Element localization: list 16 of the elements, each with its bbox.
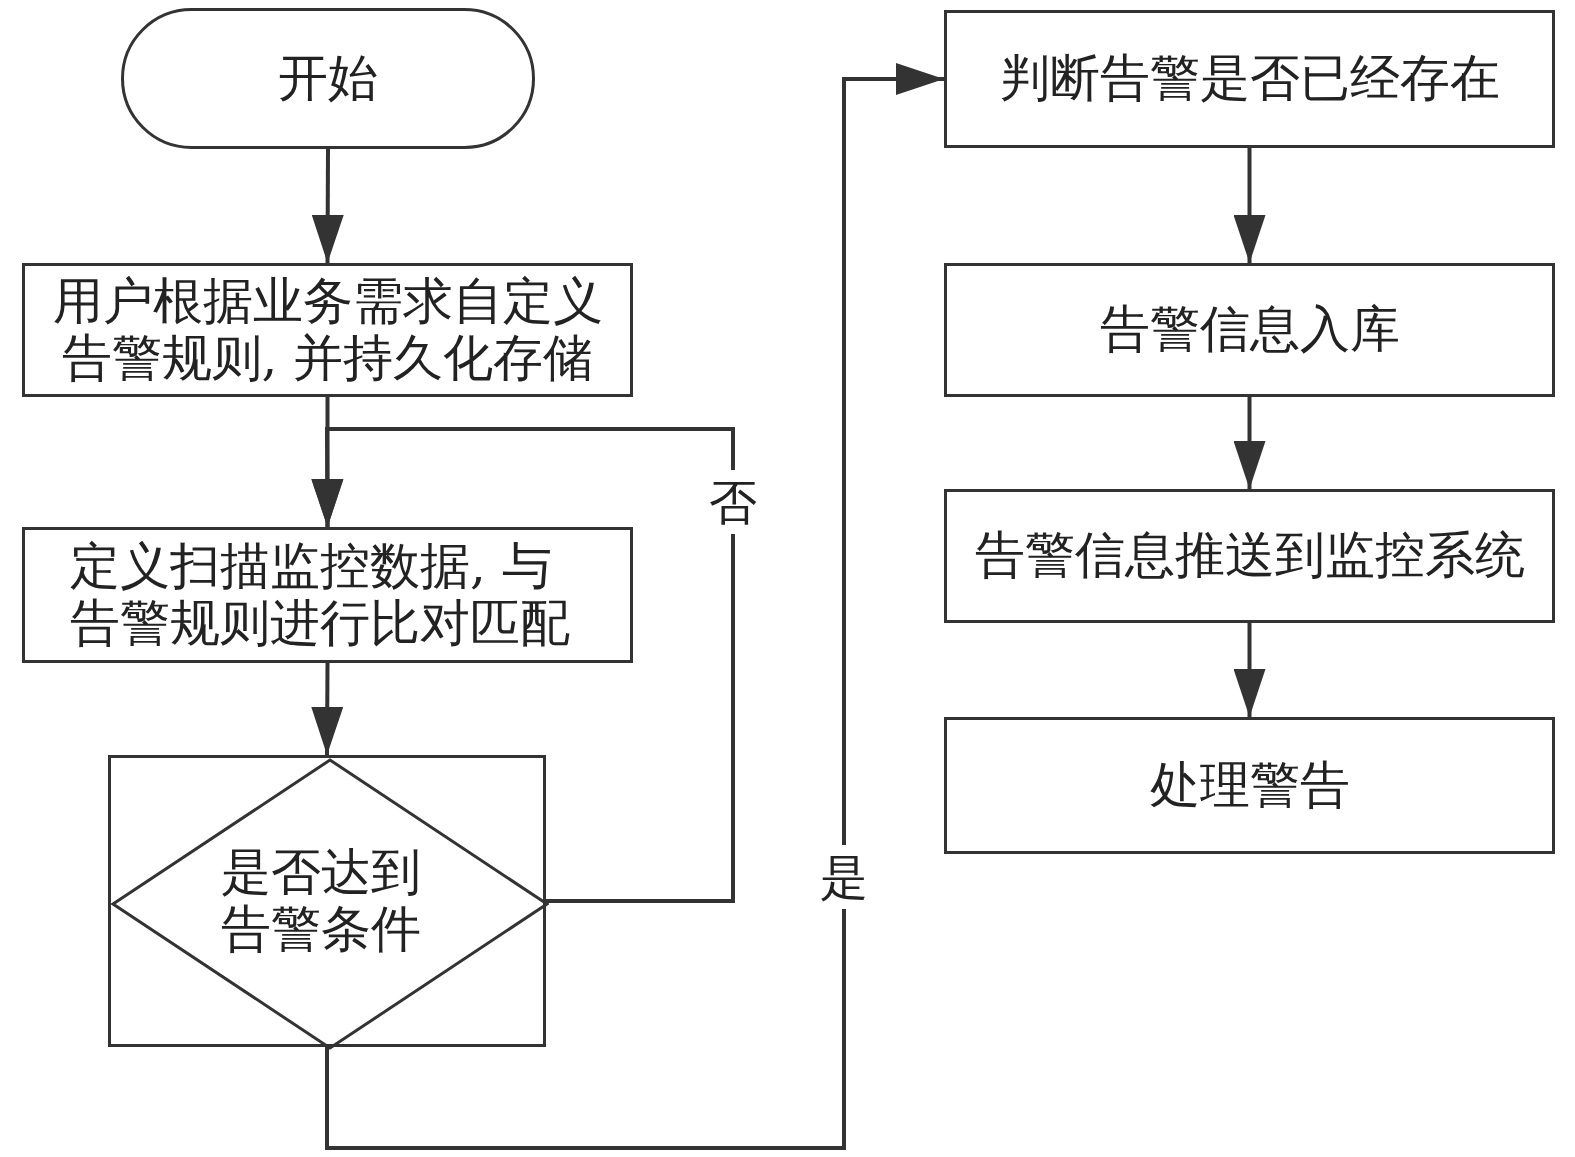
decision-diamond: 是否达到告警条件 <box>108 755 546 1047</box>
arrow <box>1233 397 1266 489</box>
process-box: 处理警告 <box>944 717 1555 854</box>
arrow <box>311 427 735 903</box>
process-box: 告警信息推送到监控系统 <box>944 489 1555 623</box>
edge-label: 否 <box>707 470 759 534</box>
start-terminal: 开始 <box>121 8 535 149</box>
arrow <box>325 63 944 1150</box>
process-box: 判断告警是否已经存在 <box>944 10 1555 148</box>
process-box: 用户根据业务需求自定义告警规则, 并持久化存储 <box>22 263 633 397</box>
process-box: 告警信息入库 <box>944 263 1555 397</box>
arrow <box>1233 148 1266 263</box>
arrow <box>311 663 344 755</box>
process-box: 定义扫描监控数据, 与告警规则进行比对匹配 <box>22 527 633 663</box>
arrow <box>311 149 344 263</box>
arrow <box>1233 623 1266 717</box>
